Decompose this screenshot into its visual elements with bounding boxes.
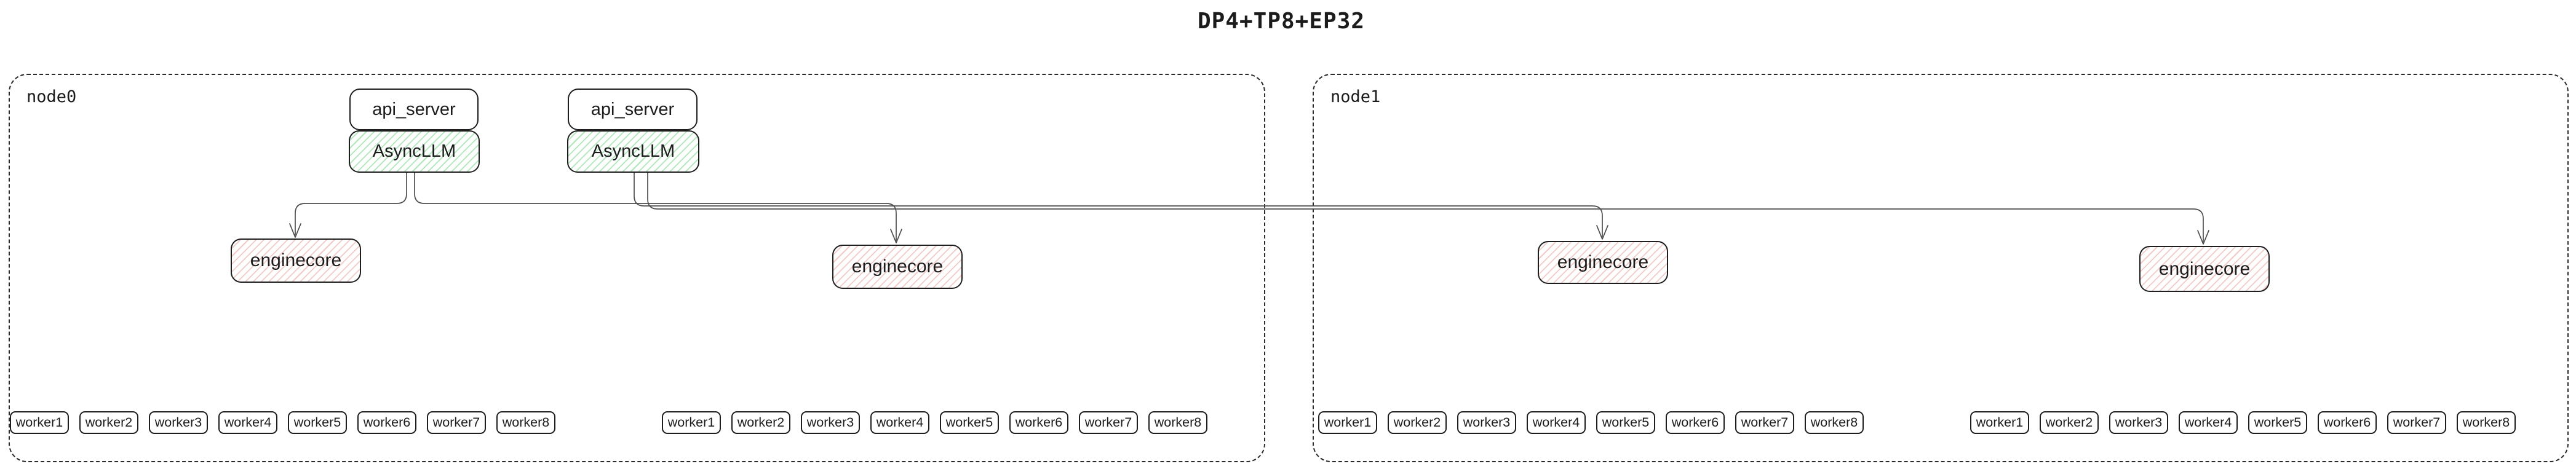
worker-box: worker5 <box>2248 411 2307 434</box>
worker-box: worker4 <box>218 411 277 434</box>
worker-box: worker6 <box>1666 411 1725 434</box>
edge-asyncllm1-enginecore1 <box>414 172 897 241</box>
enginecore-box-node1-right: enginecore <box>2139 246 2270 292</box>
worker-box: worker1 <box>1970 411 2029 434</box>
diagram-title: DP4+TP8+EP32 <box>1197 9 1366 34</box>
worker-box: worker7 <box>1079 411 1138 434</box>
edge-asyncllm2-enginecore2 <box>634 172 1603 237</box>
worker-box: worker7 <box>2387 411 2446 434</box>
worker-box: worker2 <box>731 411 790 434</box>
worker-box: worker7 <box>1735 411 1794 434</box>
worker-group-node1-1: worker1 worker2 worker3 worker4 worker5 worke… <box>1318 411 1864 434</box>
worker-box: worker2 <box>1388 411 1447 434</box>
worker-box: worker6 <box>1009 411 1068 434</box>
worker-box: worker3 <box>149 411 208 434</box>
worker-box: worker8 <box>1805 411 1864 434</box>
node1-label: node1 <box>1330 87 1381 106</box>
worker-box: worker8 <box>2457 411 2516 434</box>
worker-box: worker3 <box>2109 411 2168 434</box>
worker-box: worker1 <box>10 411 69 434</box>
node0-label: node0 <box>26 87 77 106</box>
worker-box: worker8 <box>1148 411 1207 434</box>
worker-box: worker3 <box>801 411 860 434</box>
node1-container: node1 <box>1313 74 2569 462</box>
worker-box: worker6 <box>357 411 416 434</box>
enginecore-box-node0-left: enginecore <box>231 238 361 283</box>
worker-box: worker1 <box>662 411 721 434</box>
worker-group-node0-1: worker1 worker2 worker3 worker4 worker5 worke… <box>10 411 555 434</box>
worker-box: worker3 <box>1457 411 1516 434</box>
enginecore-box-node0-right: enginecore <box>832 245 963 289</box>
worker-box: worker1 <box>1318 411 1377 434</box>
arrowhead-enginecore3 <box>2197 230 2209 245</box>
worker-box: worker5 <box>940 411 999 434</box>
worker-group-node1-2: worker1 worker2 worker3 worker4 worker5 worke… <box>1970 411 2516 434</box>
worker-box: worker8 <box>496 411 555 434</box>
arrowhead-enginecore2 <box>1596 225 1608 240</box>
worker-box: worker4 <box>2179 411 2238 434</box>
edge-asyncllm2-enginecore3 <box>647 172 2204 242</box>
node0-container: node0 <box>9 74 1265 462</box>
asyncllm-box-1: AsyncLLM <box>349 130 480 173</box>
worker-box: worker4 <box>1527 411 1586 434</box>
enginecore-box-node1-left: enginecore <box>1538 241 1668 284</box>
worker-group-node0-2: worker1 worker2 worker3 worker4 worker5 worke… <box>662 411 1207 434</box>
arrowhead-enginecore1 <box>890 229 902 243</box>
asyncllm-box-2: AsyncLLM <box>567 130 699 173</box>
worker-box: worker4 <box>870 411 929 434</box>
worker-box: worker6 <box>2318 411 2377 434</box>
worker-box: worker5 <box>288 411 347 434</box>
worker-box: worker2 <box>2040 411 2099 434</box>
worker-box: worker5 <box>1596 411 1655 434</box>
api-server-box-2: api_server <box>568 89 698 130</box>
worker-box: worker2 <box>79 411 138 434</box>
api-server-box-1: api_server <box>349 89 479 130</box>
edge-asyncllm1-enginecore0 <box>295 172 407 235</box>
worker-box: worker7 <box>427 411 486 434</box>
arrowhead-enginecore0 <box>289 223 301 238</box>
